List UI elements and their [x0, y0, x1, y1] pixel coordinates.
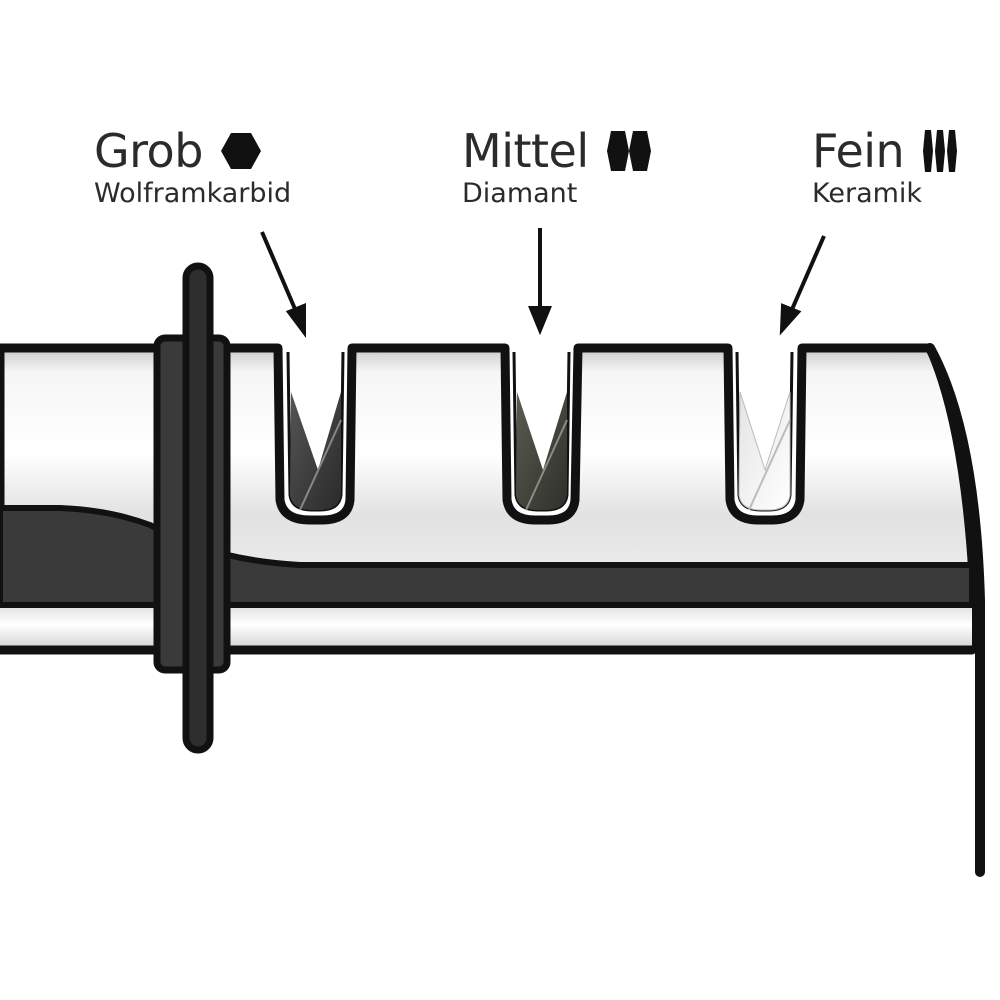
- insert-fine: [738, 391, 791, 511]
- stage-medium-label: Mittel Diamant: [462, 126, 651, 210]
- stage-coarse-material: Wolframkarbid: [94, 178, 292, 209]
- stage-medium-material: Diamant: [462, 178, 578, 209]
- arrow-coarse: [260, 231, 306, 338]
- double-diamond-icon: [606, 131, 651, 171]
- stage-medium-title: Mittel: [462, 124, 589, 178]
- hexagon-icon: [220, 133, 261, 169]
- insert-coarse: [290, 392, 342, 511]
- stage-fine-label: Fein Keramik: [812, 126, 958, 210]
- stage-fine-title: Fein: [812, 124, 905, 178]
- insert-medium: [516, 392, 568, 511]
- stage-coarse-label: Grob Wolframkarbid: [94, 126, 291, 210]
- triple-bar-icon: [923, 130, 958, 172]
- lower-band: [0, 600, 972, 650]
- arrow-medium: [528, 228, 552, 336]
- arrow-fine: [779, 235, 826, 336]
- guard: [153, 262, 231, 754]
- stage-coarse-title: Grob: [94, 124, 203, 178]
- body-end: [925, 343, 985, 877]
- stage-fine-material: Keramik: [812, 178, 923, 209]
